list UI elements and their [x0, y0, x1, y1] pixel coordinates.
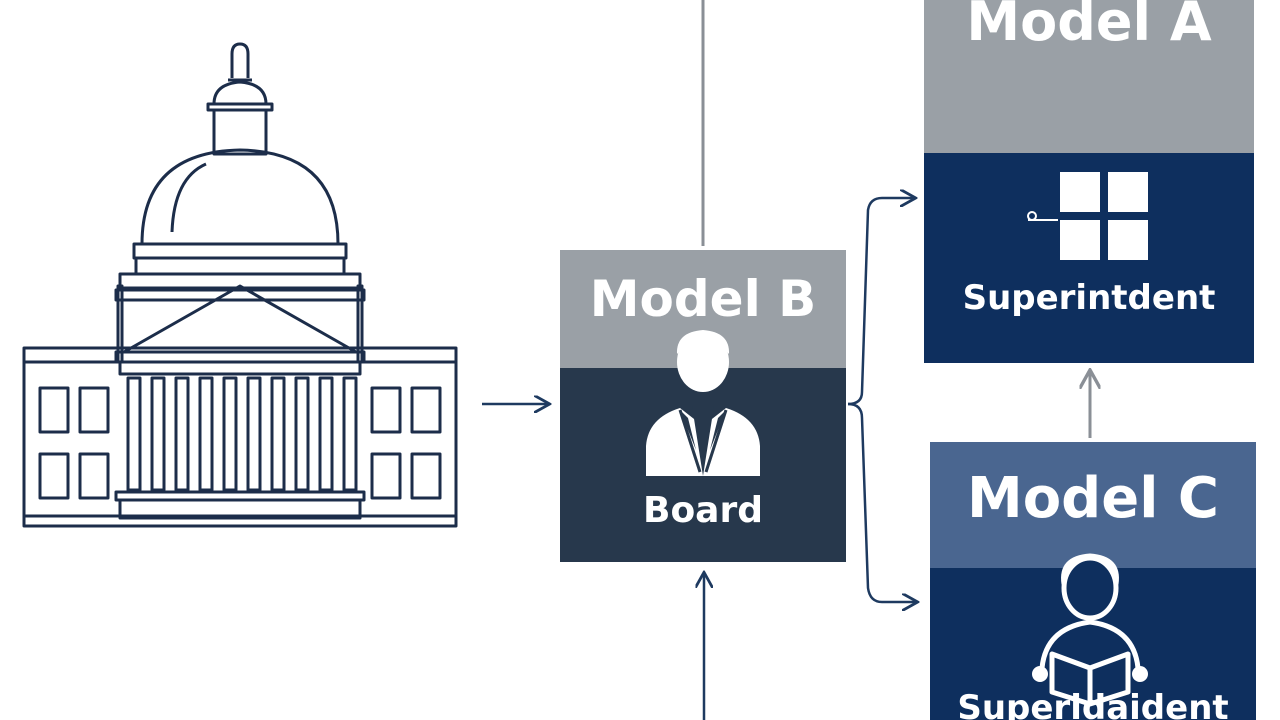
model-c-node: Model C Superidaident: [930, 442, 1256, 720]
model-c-label: Superidaident: [957, 688, 1229, 720]
model-a-title: Model A: [924, 0, 1254, 153]
grid-window-icon: [1027, 172, 1148, 260]
model-a-label: Superintdent: [962, 278, 1216, 318]
person-reading-icon: [1032, 553, 1148, 707]
arrow-model-b-to-model-c: [847, 402, 916, 602]
model-a-node: Model A Superintdent: [924, 0, 1254, 363]
model-b-label: Board: [643, 490, 763, 531]
model-c-title: Model C: [930, 442, 1256, 568]
person-suit-icon: [646, 330, 760, 476]
model-b-node: Model B Board: [560, 250, 846, 562]
arrow-model-b-to-model-a: [847, 198, 914, 406]
